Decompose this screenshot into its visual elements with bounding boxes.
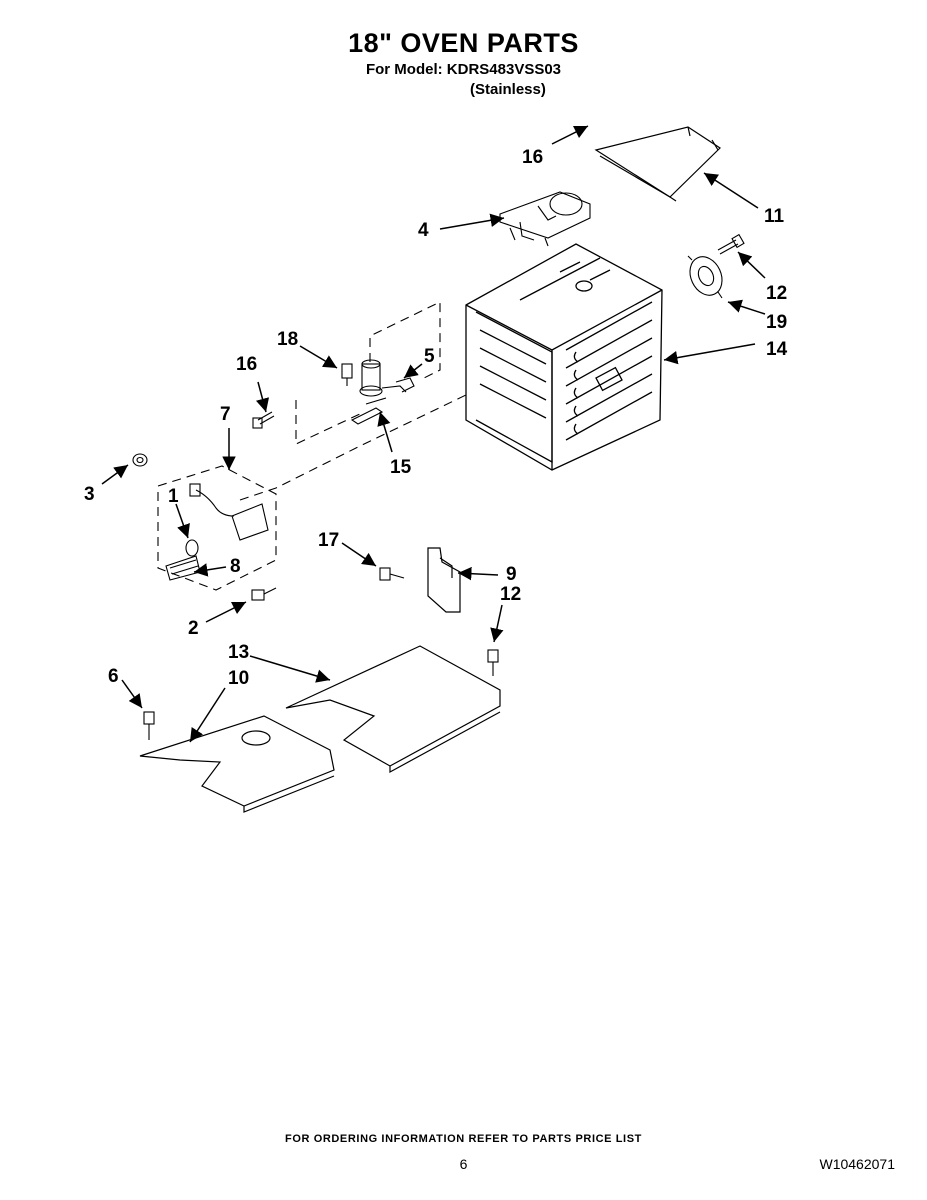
grommet-part bbox=[132, 453, 148, 467]
bolt-part bbox=[717, 233, 745, 255]
screw-part bbox=[341, 363, 353, 386]
callout-17: 17 bbox=[318, 530, 339, 551]
callout-8: 8 bbox=[230, 556, 241, 577]
callout-9: 9 bbox=[506, 564, 517, 585]
ordering-note: FOR ORDERING INFORMATION REFER TO PARTS … bbox=[285, 1133, 642, 1145]
callout-5: 5 bbox=[424, 346, 435, 367]
lens-part bbox=[165, 555, 201, 581]
side-bracket-part bbox=[427, 547, 461, 613]
callout-14: 14 bbox=[766, 339, 788, 360]
top-bracket-switch-part bbox=[499, 191, 591, 247]
gasket-part bbox=[687, 255, 723, 299]
screw-part bbox=[252, 411, 275, 429]
callout-arrows bbox=[101, 125, 766, 743]
callout-7: 7 bbox=[220, 404, 231, 425]
igniter-part bbox=[359, 359, 415, 397]
light-assembly-box bbox=[157, 465, 277, 591]
callout-19: 19 bbox=[766, 312, 787, 333]
igniter-bracket-part bbox=[350, 397, 387, 425]
callout-18: 18 bbox=[277, 329, 298, 350]
model-number: For Model: KDRS483VSS03 bbox=[365, 61, 562, 78]
light-socket-part bbox=[189, 483, 269, 541]
oven-cavity-part bbox=[465, 243, 663, 471]
bulb-part bbox=[185, 539, 199, 557]
bottom-shield-left-part bbox=[139, 715, 335, 813]
callout-10: 10 bbox=[228, 668, 249, 689]
callout-12-top: 12 bbox=[766, 283, 787, 304]
callout-16-top: 16 bbox=[522, 147, 543, 168]
callout-16-left: 16 bbox=[236, 354, 257, 375]
callout-11: 11 bbox=[764, 206, 785, 227]
screw-part bbox=[143, 711, 155, 740]
callout-1: 1 bbox=[168, 486, 179, 507]
screw-part bbox=[251, 587, 277, 601]
page-number: 6 bbox=[459, 1156, 468, 1172]
screw-part bbox=[379, 567, 405, 581]
callout-labels: 16 11 4 12 19 14 18 5 16 7 15 3 1 8 17 9… bbox=[84, 147, 788, 689]
model-finish: (Stainless) bbox=[470, 81, 546, 98]
bottom-shield-right-part bbox=[285, 645, 501, 774]
page-title: 18" OVEN PARTS bbox=[348, 28, 579, 58]
callout-15: 15 bbox=[390, 457, 412, 478]
callout-3: 3 bbox=[84, 484, 95, 505]
callout-6: 6 bbox=[108, 666, 119, 687]
top-heat-shield-part bbox=[594, 126, 721, 202]
callout-12-bottom: 12 bbox=[500, 584, 521, 605]
callout-2: 2 bbox=[188, 618, 199, 639]
assembly-lines bbox=[239, 301, 469, 501]
callout-13: 13 bbox=[228, 642, 249, 663]
screw-part bbox=[487, 649, 499, 676]
document-number: W10462071 bbox=[819, 1156, 895, 1172]
callout-4: 4 bbox=[418, 220, 429, 241]
